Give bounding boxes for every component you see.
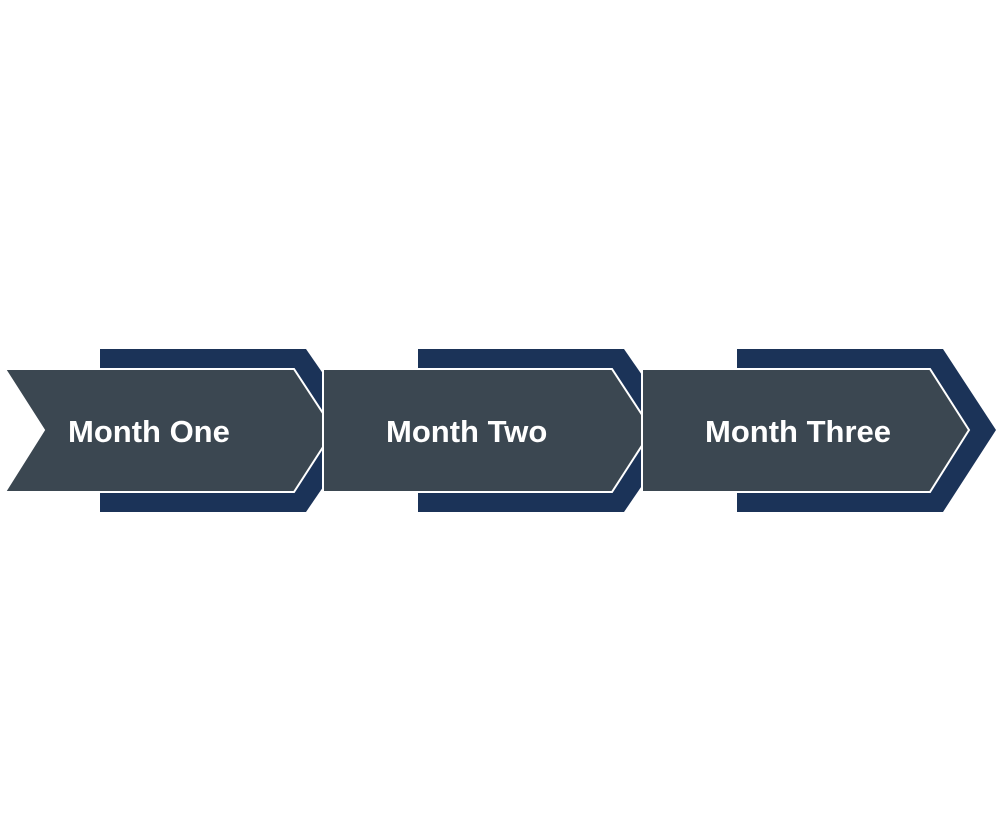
- step-front-chevron: [641, 368, 971, 493]
- step-front-chevron: [3, 368, 336, 493]
- step-month-two: Month Two: [322, 349, 680, 512]
- step-month-three: Month Three: [641, 349, 996, 512]
- step-label: Month Two: [386, 414, 547, 449]
- step-front-chevron: [322, 368, 654, 493]
- step-month-one: Month One: [3, 349, 362, 512]
- step-label: Month One: [68, 414, 230, 449]
- step-label: Month Three: [705, 414, 891, 449]
